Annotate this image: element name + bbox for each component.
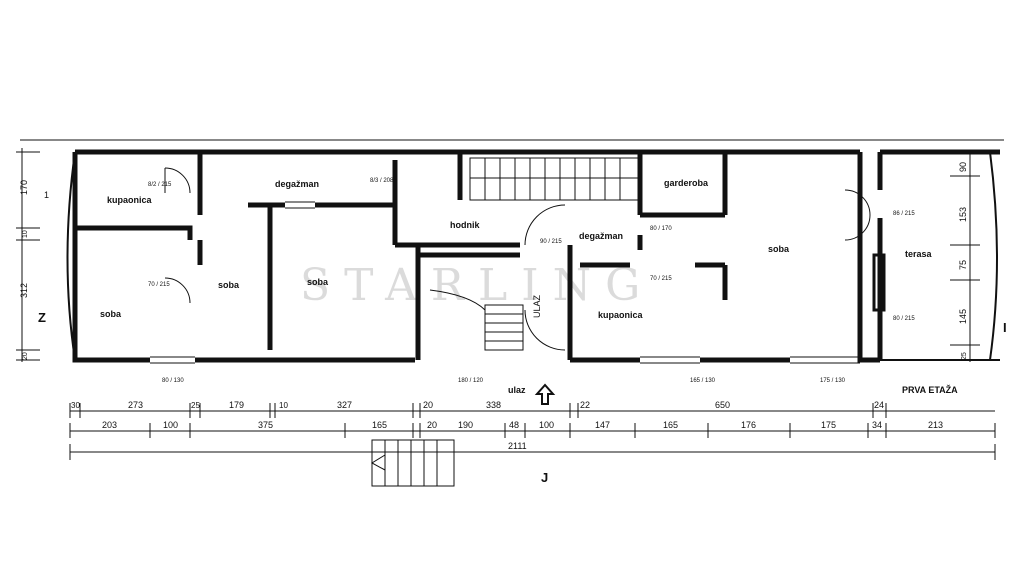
svg-text:25: 25 [191,401,200,410]
svg-text:80 / 215: 80 / 215 [893,316,915,322]
interior-walls [75,152,728,360]
svg-text:34: 34 [872,420,882,430]
room-hodnik: hodnik [450,220,480,230]
windows [150,201,860,364]
outer-walls [72,149,1000,363]
svg-text:80 / 130: 80 / 130 [162,378,184,384]
svg-text:170: 170 [19,180,29,195]
svg-text:147: 147 [595,420,610,430]
stairs-bottom [370,439,455,487]
stairs-middle [429,289,524,351]
svg-text:650: 650 [715,400,730,410]
room-kupaonica-mid: kupaonica [598,310,644,320]
svg-text:175: 175 [821,420,836,430]
svg-text:80 / 170: 80 / 170 [650,226,672,232]
svg-text:203: 203 [102,420,117,430]
floor-title: PRVA ETAŽA [902,384,958,395]
svg-text:25: 25 [961,352,968,360]
door-label-ulaz: ULAZ [532,294,542,318]
room-kupaonica-left: kupaonica [107,195,153,205]
svg-text:48: 48 [509,420,519,430]
svg-text:153: 153 [958,207,968,222]
room-terasa: terasa [905,249,933,259]
door-swings [164,167,871,351]
svg-text:20: 20 [423,400,433,410]
dims-row1: 30 273 25 179 10 327 20 338 22 650 24 [69,400,995,418]
svg-text:20: 20 [22,352,29,360]
svg-text:165: 165 [663,420,678,430]
svg-text:176: 176 [741,420,756,430]
svg-text:10: 10 [279,401,288,410]
room-soba-left: soba [100,309,122,319]
svg-text:100: 100 [539,420,554,430]
room-soba-right: soba [768,244,790,254]
svg-text:8/2 / 215: 8/2 / 215 [148,182,172,188]
svg-text:86 / 215: 86 / 215 [893,211,915,217]
watermark: STARLING [300,260,654,311]
svg-text:165 / 130: 165 / 130 [690,378,716,384]
dim-total-line: 2111 [69,441,996,460]
svg-text:30: 30 [71,401,80,410]
svg-text:70 / 215: 70 / 215 [650,276,672,282]
svg-text:180 / 120: 180 / 120 [458,378,484,384]
svg-text:338: 338 [486,400,501,410]
svg-text:100: 100 [163,420,178,430]
svg-text:22: 22 [580,400,590,410]
room-degazman-top: degažman [275,179,319,189]
orientation-west: Z [38,310,46,325]
left-curved-wall [66,151,76,361]
orientation-east: I [1003,320,1007,335]
svg-text:90: 90 [958,162,968,172]
svg-text:90 / 215: 90 / 215 [540,239,562,245]
stairs-top [469,157,641,201]
svg-text:24: 24 [874,400,884,410]
dims-left: 170 10 312 20 1 [16,148,49,362]
svg-text:1: 1 [44,190,49,200]
svg-text:312: 312 [19,283,29,298]
svg-text:70 / 215: 70 / 215 [148,282,170,288]
dims-row2: 203 100 375 165 20 190 48 100 147 165 17… [69,420,996,438]
dims-right: 90 153 75 145 25 [950,150,980,362]
right-curved-wall [989,151,998,361]
room-ulaz: ulaz [508,385,526,395]
room-garderoba: garderoba [664,178,709,188]
svg-text:75: 75 [958,260,968,270]
dim-total: 2111 [508,441,527,451]
svg-text:190: 190 [458,420,473,430]
svg-text:375: 375 [258,420,273,430]
svg-text:213: 213 [928,420,943,430]
svg-text:175 / 130: 175 / 130 [820,378,846,384]
svg-text:145: 145 [958,309,968,324]
door-size-labels: 8/2 / 215 70 / 215 8/3 / 208 90 / 215 80… [148,178,915,322]
svg-text:327: 327 [337,400,352,410]
svg-text:8/3 / 208: 8/3 / 208 [370,178,394,184]
window-size-labels: 80 / 130 180 / 120 165 / 130 175 / 130 [162,378,846,384]
room-soba-mid-left: soba [218,280,240,290]
entrance-arrow-icon [534,383,556,405]
svg-text:165: 165 [372,420,387,430]
room-degazman-mid: degažman [579,231,623,241]
orientation-south: J [541,470,548,485]
svg-text:273: 273 [128,400,143,410]
svg-text:10: 10 [22,230,29,238]
svg-text:20: 20 [427,420,437,430]
room-soba-mid: soba [307,277,329,287]
terrace-pillar [872,253,886,312]
svg-text:179: 179 [229,400,244,410]
